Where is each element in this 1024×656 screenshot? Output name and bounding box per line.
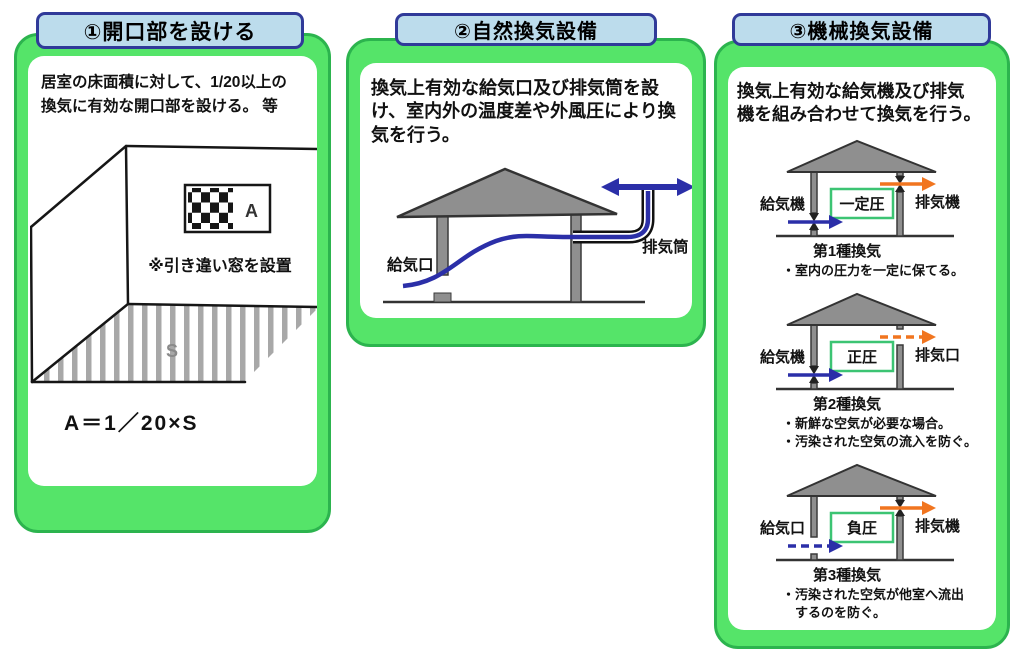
airflow-curve [402,191,651,289]
type3-notes: ・汚染された空気が他室へ流出 するのを防ぐ。 [782,586,992,621]
type1-house-illustration: 一定圧 給気機 排気機 [760,139,960,237]
exhaust-arrow [880,501,936,516]
pressure-label: 一定圧 [839,195,884,213]
panel-opening: 居室の床面積に対して、1/20以上の 換気に有効な開口部を設ける。 等 [14,33,331,533]
roof [786,139,937,173]
wind-double-arrow-icon [601,178,692,197]
description-line: 居室の床面積に対して、1/20以上の [41,74,287,91]
type1-caption: 第1種換気 [812,242,882,260]
panel-natural-vent-header: ②自然換気設備 [395,13,657,46]
roof [786,292,937,327]
panel-natural-vent-description: 換気上有効な給気口及び排気筒を設 け、室内外の温度差や外風圧により換 気を行う。 [371,77,686,147]
panel-mechanical-vent-header: ③機械換気設備 [732,13,991,46]
note-line: ・室内の圧力を一定に保てる。 [782,262,965,278]
area-formula: A＝1／20×S [64,412,199,436]
panel-mechanical-vent-header-label: ③機械換気設備 [789,21,934,43]
panel-mechanical-vent-description: 換気上有効な給気機及び排気 機を組み合わせて換気を行う。 [737,80,992,126]
panel-opening-description: 居室の床面積に対して、1/20以上の 換気に有効な開口部を設ける。 等 [41,71,309,119]
room-illustration: A ※引き違い窓を設置 S [30,144,317,384]
type2-notes: ・新鮮な空気が必要な場合。 ・汚染された空気の流入を防ぐ。 [782,415,992,450]
panel-mechanical-vent: 換気上有効な給気機及び排気 機を組み合わせて換気を行う。 一定圧 [714,40,1010,649]
type2-house-illustration: 正圧 給気機 排気口 [760,292,960,391]
pressure-label: 負圧 [847,519,877,537]
intake-label: 給気口 [760,519,805,537]
pressure-box [829,511,895,544]
panel-opening-content: 居室の床面積に対して、1/20以上の 換気に有効な開口部を設ける。 等 [28,56,317,486]
room-walls [30,144,317,384]
intake-sill [433,292,452,303]
exhaust-label: 排気機 [915,517,960,535]
supply-arrow [788,368,843,383]
note-line: するのを防ぐ。 [782,604,887,620]
left-wall [436,210,449,276]
system-type3: 負圧 給気口 排気機 第3種換気 ・汚染された空気が他室へ流出 [728,463,996,621]
roof [396,167,618,219]
type2-caption: 第2種換気 [812,396,882,414]
note-line: ・汚染された空気が他室へ流出 [782,587,965,603]
right-wall [570,208,582,303]
floor-area-label: S [166,341,178,361]
intake-label: 給気機 [760,195,805,213]
window-area-label: A [245,201,258,221]
type3-caption: 第3種換気 [812,567,882,585]
panel-opening-header: ①開口部を設ける [36,12,304,49]
supply-arrow-dashed [788,539,843,554]
pressure-box [829,340,895,373]
floor-hatch [34,304,317,382]
exhaust-label: 排気機 [915,193,960,211]
window-checker-icon [188,188,233,230]
description-line: 換気に有効な開口部を設ける。 等 [41,98,278,116]
description-line: 気を行う。 [371,124,460,145]
exhaust-label: 排気筒 [642,237,689,256]
pressure-box [829,187,895,219]
note-line: ・汚染された空気の流入を防ぐ。 [782,433,978,449]
exhaust-label: 排気口 [915,346,960,364]
roof [786,464,937,498]
type3-house-illustration: 負圧 給気口 排気機 [760,464,960,562]
intake-label: 給気機 [760,348,805,366]
note-line: ・新鮮な空気が必要な場合。 [782,416,952,432]
description-line: け、室内外の温度差や外風圧により換 [371,101,676,122]
window-note: ※引き違い窓を設置 [148,256,292,275]
supply-arrow [788,214,843,229]
exhaust-arrow-dashed [880,330,936,345]
natural-vent-house-illustration: 給気口 排気筒 [383,167,692,304]
exhaust-arrow [880,176,936,191]
panel-mechanical-vent-content: 換気上有効な給気機及び排気 機を組み合わせて換気を行う。 一定圧 [728,67,996,630]
panel-natural-vent-header-label: ②自然換気設備 [454,21,598,43]
intake-label: 給気口 [387,255,434,274]
panel-natural-vent-content: 換気上有効な給気口及び排気筒を設 け、室内外の温度差や外風圧により換 気を行う。 [360,63,692,318]
pressure-label: 正圧 [847,349,877,366]
type1-notes: ・室内の圧力を一定に保てる。 [782,262,992,280]
system-type1: 一定圧 給気機 排気機 第1種換気 ・室内の圧力を一 [728,139,996,280]
system-type2: 正圧 給気機 排気口 第2種換気 ・新鮮な空気が必要な場合。 [728,292,996,450]
description-line: 換気上有効な給気口及び排気筒を設 [371,78,659,98]
panel-opening-header-label: ①開口部を設ける [83,20,257,44]
description-line: 換気上有効な給気機及び排気 [737,81,965,101]
description-line: 機を組み合わせて換気を行う。 [737,103,981,124]
panel-natural-vent: 換気上有効な給気口及び排気筒を設 け、室内外の温度差や外風圧により換 気を行う。 [346,38,706,347]
